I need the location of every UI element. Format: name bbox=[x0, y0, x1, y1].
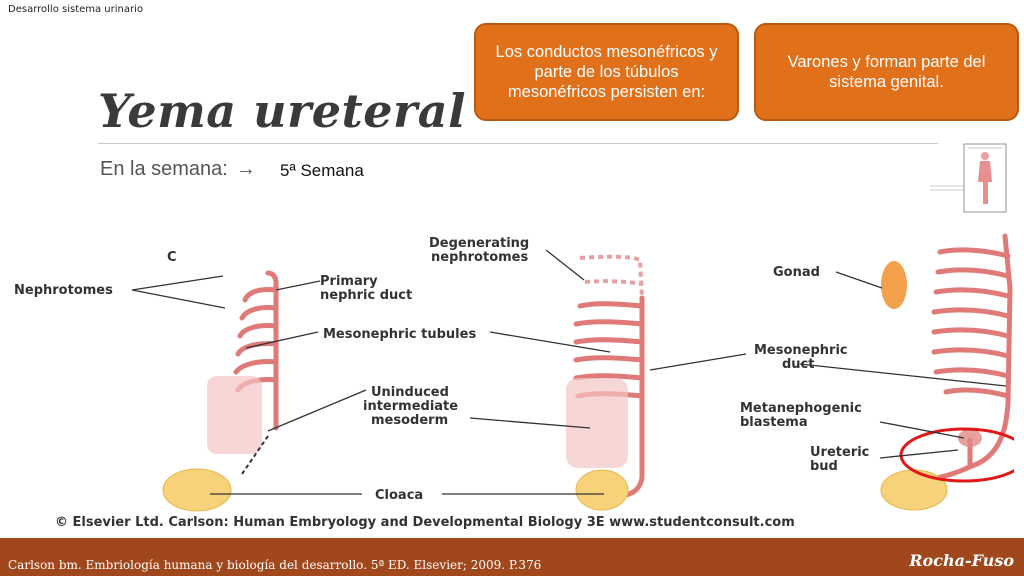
footer-reference: Carlson bm. Embriología humana y biologí… bbox=[8, 558, 542, 572]
label-primary-duct-2: nephric duct bbox=[320, 288, 412, 303]
panel-3-duct bbox=[923, 233, 1013, 483]
label-meso-duct-1: Mesonephric bbox=[754, 343, 848, 358]
panel-3-blastema bbox=[958, 429, 982, 447]
body-thumbnail-image bbox=[930, 143, 1007, 213]
label-nephrotomes: Nephrotomes bbox=[14, 283, 113, 298]
figure-copyright: © Elsevier Ltd. Carlson: Human Embryolog… bbox=[55, 515, 795, 530]
panel-1-cloaca bbox=[162, 468, 232, 512]
header-note: Desarrollo sistema urinario bbox=[8, 4, 144, 15]
slide-title: Yema ureteral bbox=[98, 84, 467, 138]
highlight-circle bbox=[899, 427, 1014, 483]
label-metaneph-2: blastema bbox=[740, 415, 808, 430]
answer-callout: Varones y forman parte del sistema genit… bbox=[754, 23, 1019, 121]
figure-panel-letter: C bbox=[167, 250, 177, 265]
answer-callout-text: Varones y forman parte del sistema genit… bbox=[787, 53, 986, 91]
embryology-figure: C bbox=[14, 233, 1014, 530]
footer-bar bbox=[0, 538, 1024, 576]
panel-3-gonad bbox=[881, 261, 907, 309]
panel-2-mesoderm bbox=[566, 378, 628, 468]
label-degenerating-2: nephrotomes bbox=[431, 250, 528, 265]
label-uninduced-1: Uninduced bbox=[371, 385, 449, 400]
label-gonad: Gonad bbox=[773, 265, 820, 280]
question-callout-text: Los conductos mesonéfricos y parte de lo… bbox=[495, 43, 718, 101]
panel-2-cloaca bbox=[575, 469, 629, 511]
panel-1-arrow bbox=[241, 435, 269, 475]
panel-3-cloaca bbox=[880, 469, 948, 511]
subtitle-text: En la semana: bbox=[100, 158, 228, 180]
label-mesonephric-tubules: Mesonephric tubules bbox=[323, 327, 476, 342]
label-meso-duct-2: duct bbox=[782, 357, 814, 372]
panel-1-mesoderm bbox=[207, 376, 262, 454]
label-ureteric-1: Ureteric bbox=[810, 445, 869, 460]
footer-brand: Rocha-Fuso bbox=[909, 551, 1014, 570]
panel-2-degenerating bbox=[579, 254, 644, 299]
arrow-right-icon: → bbox=[235, 158, 256, 180]
week-answer: 5ª Semana bbox=[280, 161, 364, 180]
label-uninduced-2: intermediate bbox=[363, 399, 458, 414]
label-cloaca: Cloaca bbox=[375, 488, 423, 503]
question-callout: Los conductos mesonéfricos y parte de lo… bbox=[474, 23, 739, 121]
label-degenerating-1: Degenerating bbox=[429, 236, 529, 251]
label-ureteric-2: bud bbox=[810, 459, 838, 474]
label-metaneph-1: Metanephogenic bbox=[740, 401, 862, 416]
leader-lines bbox=[131, 249, 1007, 495]
subtitle-row: En la semana: → bbox=[100, 158, 256, 181]
title-divider bbox=[98, 143, 938, 144]
label-primary-duct-1: Primary bbox=[320, 274, 378, 289]
label-uninduced-3: mesoderm bbox=[371, 413, 448, 428]
